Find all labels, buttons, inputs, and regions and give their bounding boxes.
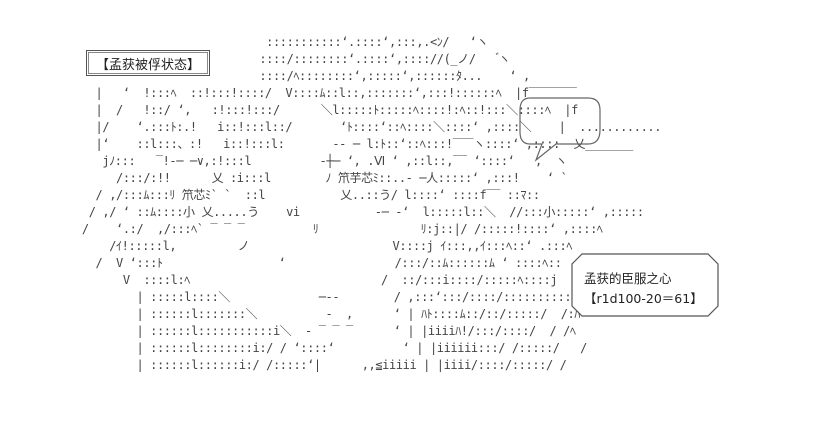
result-box: 孟获的臣服之心 【r1d100-20＝61】 <box>570 252 720 318</box>
ascii-art-line: | :::::l::::＼ ─‐‐ / ,:::‘:::/::::/::::::… <box>0 290 584 304</box>
ascii-art-line: ::::/ﾍ::::::::‘,:::::‘,::::::ﾀ... ‘ , <box>0 69 530 83</box>
ascii-art-line: jﾉ::: ‾!-─ ─∨,:!:::l ‐┼─ ‘, .Ⅵ ‘ ,::l::,… <box>0 154 568 168</box>
ascii-art-line: / ,/:::ﾑ:::ﾘ 笊芯ﾐ` ` ::l 乂..::う/ l::::‘ :… <box>0 188 541 202</box>
ascii-art-line: / ‘.:/ ,/:::ﾍ` ‾ ‾ ‾ ﾘ ﾘ:j::|/ /:::::!::… <box>0 222 603 236</box>
status-label: 【孟获被俘状态】 <box>95 57 200 73</box>
ascii-art-line: :::::::::::‘.::::‘,:::,.<ﾝ/ ‘ヽ <box>0 35 489 49</box>
ascii-art-line: V ::::l:ﾍ / ::/:::i::::/:::::ﾍ::::j <box>0 273 558 287</box>
result-title: 孟获的臣服之心 <box>584 271 672 286</box>
ascii-art-line: / ,/ ‘ ::ﾑ::::小 乂.....う vi ‐─ ‐‘ l:::::l… <box>0 205 644 219</box>
ascii-art-line: | / !::/ ‘, :!:::!:::/ ＼l:::::ﾄ:::::ﾍ:::… <box>0 103 579 117</box>
result-roll: 【r1d100-20＝61】 <box>584 291 703 306</box>
ascii-art-line: | ‘ !:::ﾍ ::!:::!::::/ V::::ﾑ::l::,:::::… <box>0 86 577 100</box>
status-label-box: 【孟获被俘状态】 <box>86 50 210 76</box>
result-box-border <box>571 253 719 317</box>
ascii-art-line: | ::::::l:::::::＼ ‐ , ‘ | ﾊﾄ::::ﾑ::/::/:… <box>0 307 580 321</box>
ascii-art-line: / V ‘:::ﾄ ‘ /:::/::ﾑ::::::ﾑ ‘ ::::ﾍ:: <box>0 256 562 270</box>
ascii-art-line: ::::/::::::::‘.::::‘,:::://(_ノ/ ゙ヽ <box>0 52 511 66</box>
speech-bubble <box>519 97 601 162</box>
ascii-art-line: | ::::::l::::::::i:/ / ‘::::‘ ‘ | |iiiii… <box>0 341 587 355</box>
ascii-art-line: /:::/:!! 乂 :i:::l ﾉ 笊芋芯ﾐ::..‐ ─人:::::‘ ,… <box>0 171 568 185</box>
ascii-art-line: | ::::::l::::::i:/ /:::::‘| ,,≦iiiii | |… <box>0 358 567 372</box>
ascii-art-line: | ::::::l:::::::::::i＼ ‐ ‾ ‾ ‾ ‘ | |iiii… <box>0 324 576 338</box>
ascii-art-line: |‘ ::l:::、:! i::!:::l: -- ─ l:ﾄ::‘::ﾍ:::… <box>0 137 634 151</box>
ascii-art-line: /ｲ!:::::l, ノ V::::j ｲ:::,,ｲ:::ﾍ::‘ .:::ﾍ <box>0 239 572 253</box>
